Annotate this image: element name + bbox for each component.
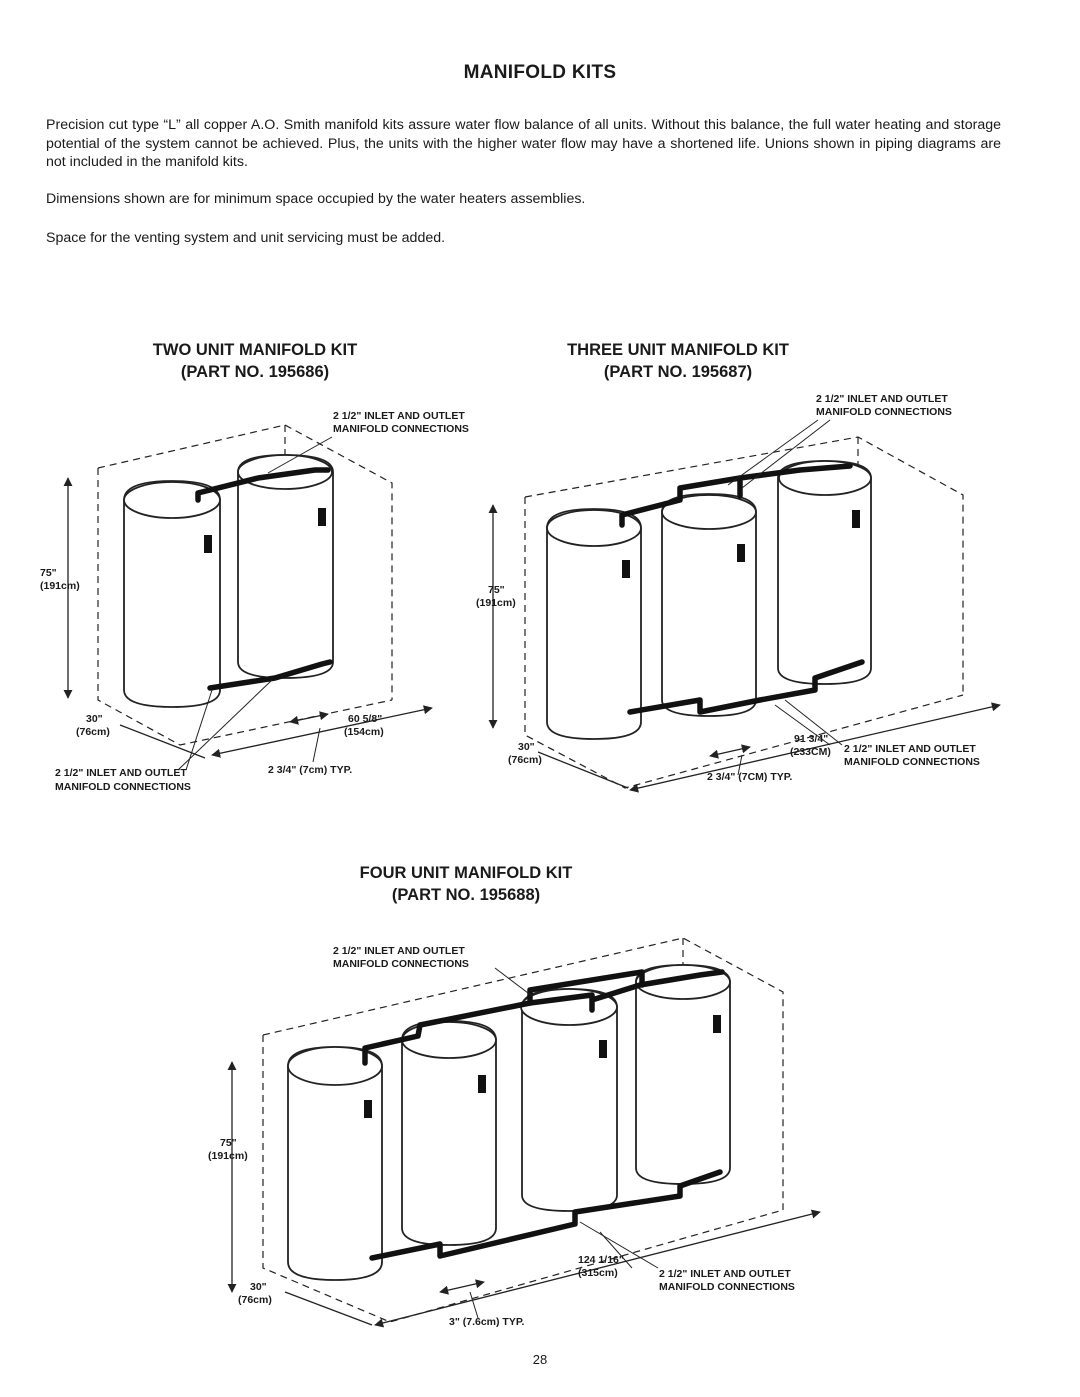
- two-unit-depth-dim: [119, 724, 206, 759]
- three-unit-depth-in: 30": [518, 741, 535, 753]
- four-unit-bottom-conn-line1: 2 1/2" INLET AND OUTLET: [659, 1268, 791, 1280]
- four-unit-top-conn-line2: MANIFOLD CONNECTIONS: [333, 958, 469, 970]
- two-unit-gap-dim: [289, 711, 329, 725]
- three-unit-heater-3: [777, 460, 872, 685]
- two-unit-heater-2: [237, 454, 334, 679]
- two-unit-top-conn-line1: 2 1/2" INLET AND OUTLET: [333, 410, 465, 422]
- three-unit-heading: THREE UNIT MANIFOLD KIT (PART NO. 195687…: [528, 339, 828, 383]
- four-unit-width-dim: [374, 1209, 821, 1328]
- four-unit-width-in: 124 1/16": [578, 1254, 624, 1266]
- four-unit-depth-in: 30": [250, 1281, 267, 1293]
- four-unit-diagram: 2 1/2" INLET AND OUTLET MANIFOLD CONNECT…: [208, 937, 821, 1328]
- four-unit-heading: FOUR UNIT MANIFOLD KIT (PART NO. 195688): [316, 862, 616, 906]
- two-unit-title: TWO UNIT MANIFOLD KIT: [152, 341, 358, 359]
- page-number: 28: [532, 1352, 548, 1367]
- three-unit-title: THREE UNIT MANIFOLD KIT: [567, 341, 789, 359]
- four-unit-heater-3: [520, 988, 618, 1212]
- four-unit-top-conn-line1: 2 1/2" INLET AND OUTLET: [333, 945, 465, 957]
- two-unit-top-manifold: [195, 467, 331, 503]
- two-unit-height-cm: (191cm): [40, 580, 80, 592]
- three-unit-top-manifold: [619, 463, 853, 528]
- four-unit-height-in: 75": [220, 1137, 237, 1149]
- two-unit-depth-in: 30": [86, 713, 103, 725]
- three-unit-height-in: 75": [488, 584, 505, 596]
- three-unit-height-cm: (191cm): [476, 597, 516, 609]
- four-unit-height-cm: (191cm): [208, 1150, 248, 1162]
- two-unit-bottom-manifold: [207, 659, 333, 691]
- three-unit-heater-1: [546, 508, 642, 740]
- three-unit-depth-dim: [537, 751, 629, 789]
- two-unit-width-dim: [211, 705, 433, 758]
- four-unit-heater-2: [401, 1020, 497, 1246]
- three-unit-diagram: 2 1/2" INLET AND OUTLET MANIFOLD CONNECT…: [476, 393, 1001, 793]
- four-unit-heater-4: [635, 964, 731, 1185]
- three-unit-depth-cm: (76cm): [508, 754, 542, 766]
- three-unit-width-cm: (233CM): [790, 746, 831, 758]
- two-unit-bottom-conn-line1: 2 1/2" INLET AND OUTLET: [55, 767, 187, 779]
- two-unit-heater-1: [123, 480, 221, 708]
- four-unit-gap-label: 3" (7.6cm) TYP.: [449, 1316, 524, 1328]
- three-unit-gap-dim: [709, 744, 751, 759]
- three-unit-top-conn-line1: 2 1/2" INLET AND OUTLET: [816, 393, 948, 405]
- three-unit-bottom-conn-line2: MANIFOLD CONNECTIONS: [844, 756, 980, 768]
- four-unit-bottom-conn-line2: MANIFOLD CONNECTIONS: [659, 1281, 795, 1293]
- three-unit-gap-label: 2 3/4" (7CM) TYP.: [707, 771, 792, 783]
- dimensions-note: Dimensions shown are for minimum space o…: [46, 191, 586, 207]
- three-unit-bottom-conn-line1: 2 1/2" INLET AND OUTLET: [844, 743, 976, 755]
- two-unit-width-cm: (154cm): [344, 726, 384, 738]
- two-unit-top-conn-line2: MANIFOLD CONNECTIONS: [333, 423, 469, 435]
- page-title: MANIFOLD KITS: [463, 62, 617, 83]
- three-unit-bottom-manifold: [627, 659, 865, 715]
- three-unit-top-conn-line2: MANIFOLD CONNECTIONS: [816, 406, 952, 418]
- three-unit-heater-2: [661, 493, 757, 717]
- two-unit-part-number: (PART NO. 195686): [180, 363, 330, 381]
- three-unit-width-in: 91 3/4": [794, 733, 828, 745]
- intro-paragraph: Precision cut type “L” all copper A.O. S…: [46, 117, 1001, 171]
- two-unit-height-in: 75": [40, 567, 57, 579]
- four-unit-depth-dim: [284, 1291, 373, 1326]
- venting-note: Space for the venting system and unit se…: [46, 230, 446, 246]
- three-unit-part-number: (PART NO. 195687): [603, 363, 753, 381]
- four-unit-part-number: (PART NO. 195688): [391, 886, 541, 904]
- two-unit-bottom-conn-line2: MANIFOLD CONNECTIONS: [55, 781, 191, 793]
- three-unit-width-dim: [629, 702, 1001, 793]
- four-unit-gap-dim: [439, 1279, 485, 1295]
- four-unit-top-manifold-branch: [527, 969, 645, 1006]
- four-unit-title: FOUR UNIT MANIFOLD KIT: [359, 864, 573, 882]
- two-unit-width-in: 60 5/8": [348, 713, 382, 725]
- two-unit-diagram: 2 1/2" INLET AND OUTLET MANIFOLD CONNECT…: [40, 410, 469, 793]
- four-unit-depth-cm: (76cm): [238, 1294, 272, 1306]
- two-unit-depth-cm: (76cm): [76, 726, 110, 738]
- four-unit-heater-1: [287, 1046, 383, 1281]
- two-unit-gap-label: 2 3/4" (7cm) TYP.: [268, 764, 352, 776]
- two-unit-heading: TWO UNIT MANIFOLD KIT (PART NO. 195686): [110, 339, 400, 383]
- four-unit-top-manifold: [362, 969, 725, 1066]
- four-unit-width-cm: (315cm): [578, 1267, 618, 1279]
